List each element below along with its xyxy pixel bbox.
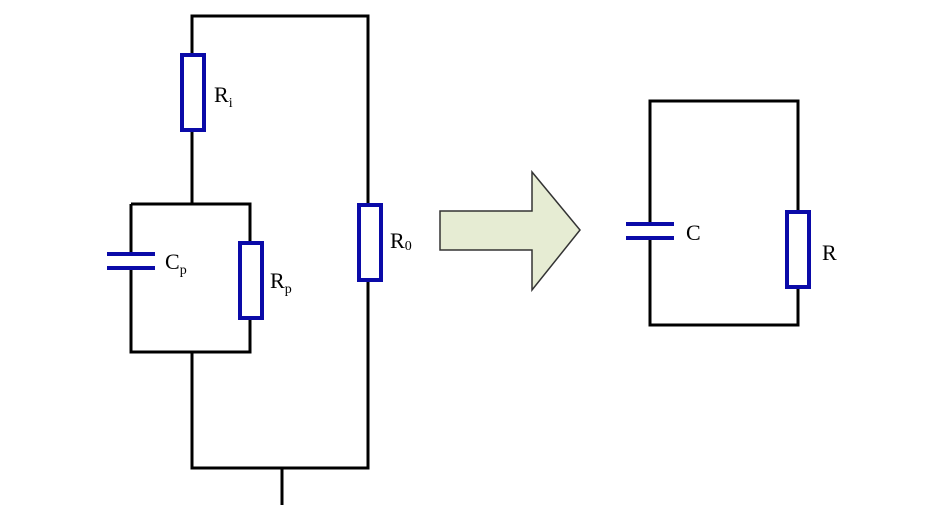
label-rp: Rp — [270, 268, 292, 297]
right-wire-top — [648, 99, 800, 224]
wire-r0-bottom — [190, 280, 370, 470]
label-r0: R0 — [390, 228, 412, 254]
label-c: C — [686, 220, 701, 245]
right-arrow-icon — [439, 169, 581, 293]
wire-top-loop — [190, 14, 370, 205]
resistor-ri — [180, 53, 206, 132]
parallel-block-top — [131, 202, 252, 243]
resistor-rp — [238, 241, 264, 320]
label-r: R — [822, 240, 837, 265]
label-ri: Ri — [214, 82, 233, 111]
label-cp: Cp — [165, 249, 187, 278]
right-wire-bottom — [648, 238, 800, 327]
left-circuit: Ri Cp Rp R0 — [107, 14, 412, 505]
resistor-r — [785, 210, 811, 289]
parallel-block-bottom — [129, 268, 252, 354]
resistor-r0 — [357, 203, 383, 282]
right-circuit: C R — [626, 99, 837, 327]
